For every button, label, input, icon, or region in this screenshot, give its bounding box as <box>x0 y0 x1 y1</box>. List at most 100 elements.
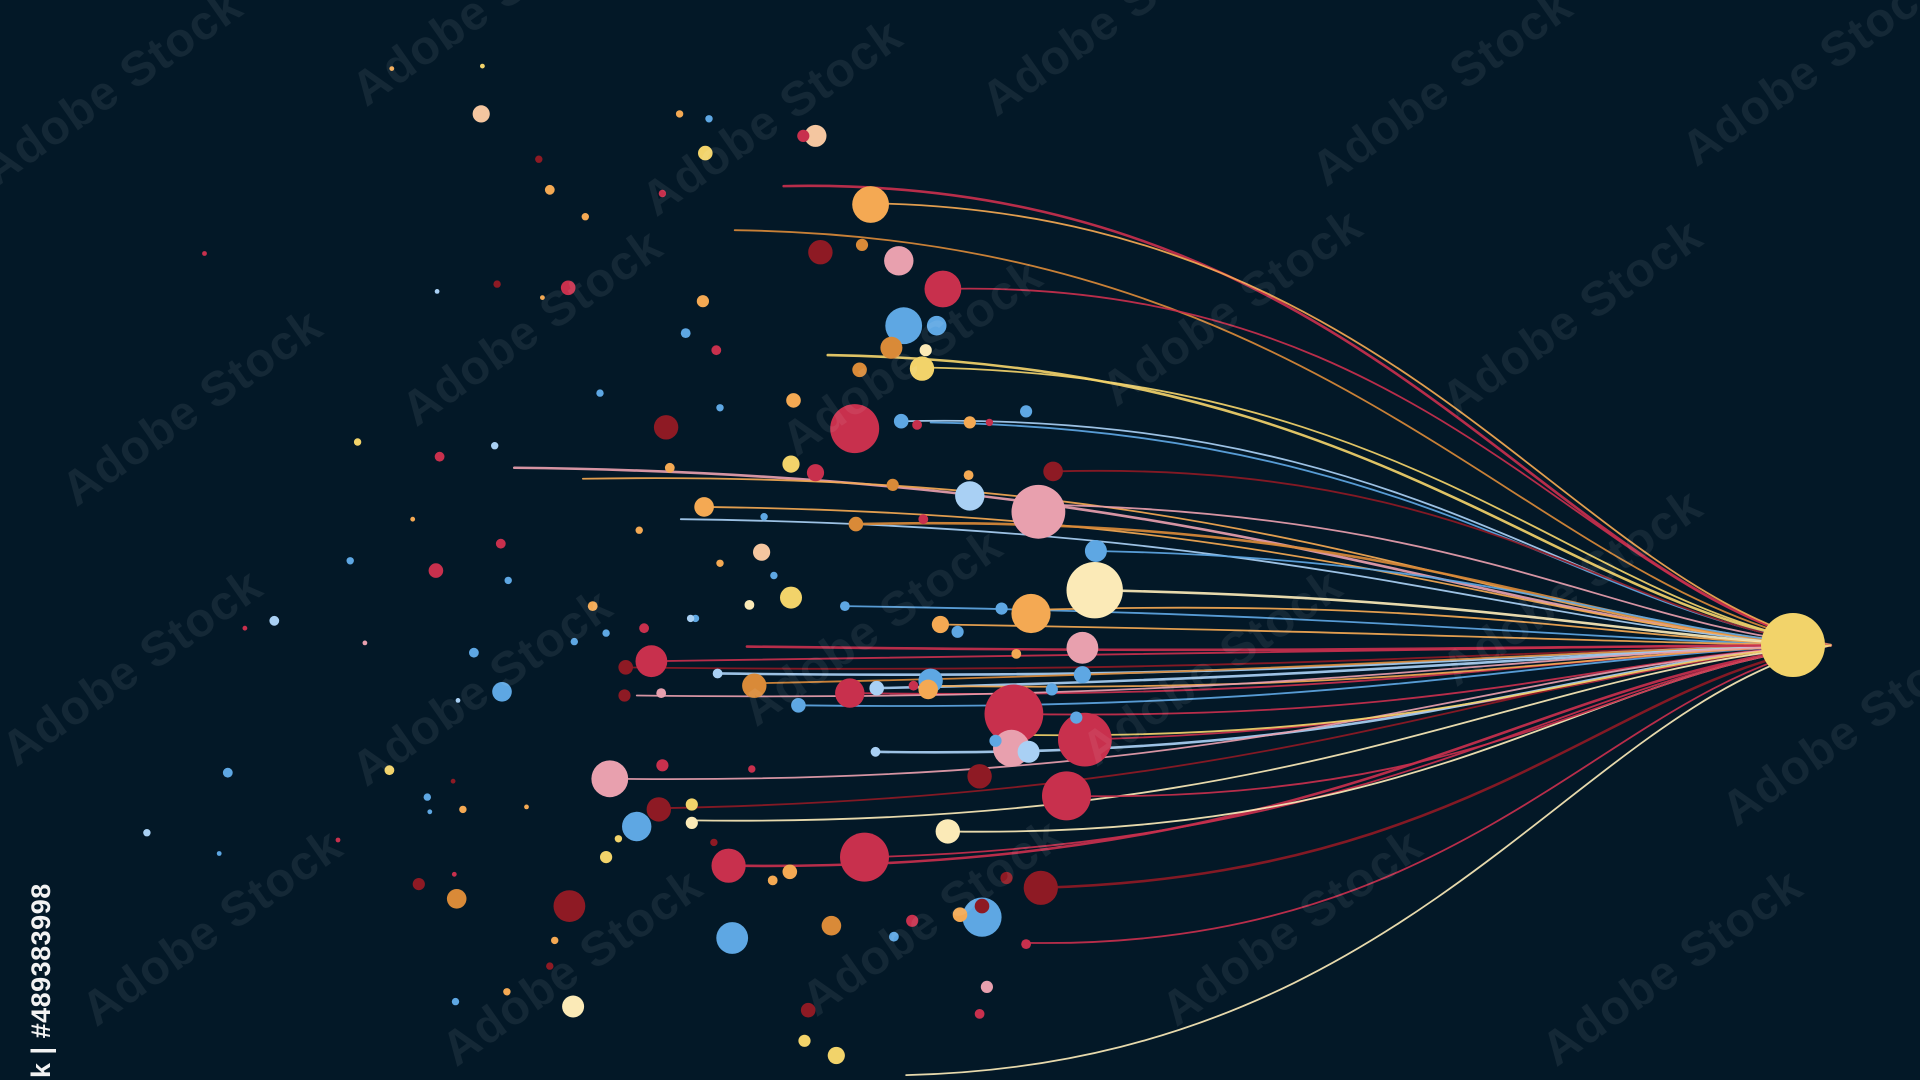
scatter-dot <box>428 563 444 578</box>
scatter-dot <box>675 110 684 118</box>
scatter-dot <box>791 698 806 713</box>
scatter-dot <box>143 829 151 837</box>
scatter-dot <box>840 601 850 611</box>
scatter-dot <box>748 765 756 773</box>
scatter-dot <box>450 778 456 784</box>
scatter-dot <box>362 640 368 646</box>
scatter-dot <box>712 668 723 679</box>
connection-line <box>1003 644 1832 737</box>
scatter-dot <box>967 764 992 789</box>
connection-line <box>728 644 1832 868</box>
scatter-dot <box>767 875 778 886</box>
scatter-dot <box>884 246 914 276</box>
scatter-dot <box>963 416 976 429</box>
scatter-dot <box>622 811 652 842</box>
scatter-dot <box>495 538 506 549</box>
scatter-dot <box>926 315 947 336</box>
connection-line <box>608 644 1832 781</box>
scatter-dot <box>852 186 889 223</box>
connection-line <box>1066 644 1832 798</box>
scatter-dot <box>808 240 833 265</box>
scatter-dot <box>742 673 767 698</box>
connection-line <box>826 353 1832 647</box>
scatter-dot <box>335 837 341 843</box>
scatter-dot <box>711 848 746 883</box>
scatter-dot <box>935 819 960 844</box>
connection-line <box>1052 469 1832 647</box>
connection-line <box>704 506 1832 647</box>
focal-node <box>1761 613 1825 677</box>
scatter-dot <box>614 835 623 843</box>
scatter-dot <box>985 418 994 427</box>
scatter-dot <box>427 809 433 815</box>
scatter-dot <box>1011 649 1022 659</box>
scatter-dot <box>553 890 586 922</box>
scatter-dot <box>653 415 679 440</box>
scatter-dot <box>480 63 485 69</box>
scatter-dot <box>797 129 810 142</box>
connection-line <box>868 202 1832 647</box>
scatter-dot <box>635 526 643 534</box>
scatter-dot <box>1043 461 1063 482</box>
scatter-dot <box>694 497 714 517</box>
scatter-dot <box>492 682 512 702</box>
scatter-dot <box>989 734 1002 747</box>
scatter-dot <box>1073 666 1091 684</box>
scatter-dot <box>952 907 968 922</box>
scatter-dot <box>698 145 713 161</box>
scatter-dot <box>931 615 950 634</box>
scatter-dot <box>852 362 867 378</box>
scatter-dot <box>451 871 457 877</box>
scatter-dot <box>984 684 1044 744</box>
scatter-dot <box>951 625 964 638</box>
scatter-dot <box>955 481 985 511</box>
scatter-dot <box>562 995 585 1018</box>
connection-line <box>939 623 1832 647</box>
scatter-dot <box>848 516 864 532</box>
connection-line <box>581 477 1832 647</box>
scatter-dot <box>410 516 416 522</box>
scatter-dot <box>524 804 529 810</box>
scatter-dot <box>504 576 512 585</box>
scatter-dot <box>912 420 922 430</box>
scattered-dots <box>143 63 1123 1065</box>
scatter-dot <box>639 623 649 634</box>
scatter-dot <box>716 404 724 412</box>
scatter-dot <box>591 760 629 798</box>
scatter-dot <box>1070 711 1083 724</box>
scatter-dot <box>786 393 801 408</box>
scatter-dot <box>889 931 899 942</box>
scatter-dot <box>600 851 613 864</box>
scatter-dot <box>827 1046 845 1065</box>
scatter-dot <box>909 356 935 381</box>
scatter-dot <box>1066 631 1099 664</box>
scatter-dot <box>918 514 929 525</box>
scatter-dot <box>840 832 889 882</box>
scatter-dot <box>491 442 499 450</box>
scatter-dot <box>800 1002 816 1018</box>
scatter-dot <box>995 602 1008 615</box>
scatter-dot <box>893 413 909 429</box>
scatter-dot <box>830 404 880 454</box>
connection-line <box>1039 644 1832 890</box>
scatter-dot <box>804 124 827 147</box>
connection-line <box>1035 503 1832 647</box>
connection-line <box>1093 588 1832 647</box>
scatter-dot <box>587 601 598 611</box>
scatter-dot <box>710 838 718 847</box>
scatter-dot <box>918 679 938 700</box>
scatter-dot <box>770 571 778 580</box>
scatter-dot <box>384 765 395 776</box>
scatter-dot <box>551 936 559 945</box>
connection-line <box>941 287 1832 647</box>
scatter-dot <box>963 470 974 480</box>
scatter-dot <box>685 798 698 811</box>
scatter-dot <box>885 307 923 345</box>
scatter-dot <box>635 645 668 678</box>
scatter-dot <box>760 513 768 521</box>
scatter-dot <box>602 629 610 637</box>
scatter-dot <box>1020 405 1033 418</box>
scatter-dot <box>906 914 919 927</box>
